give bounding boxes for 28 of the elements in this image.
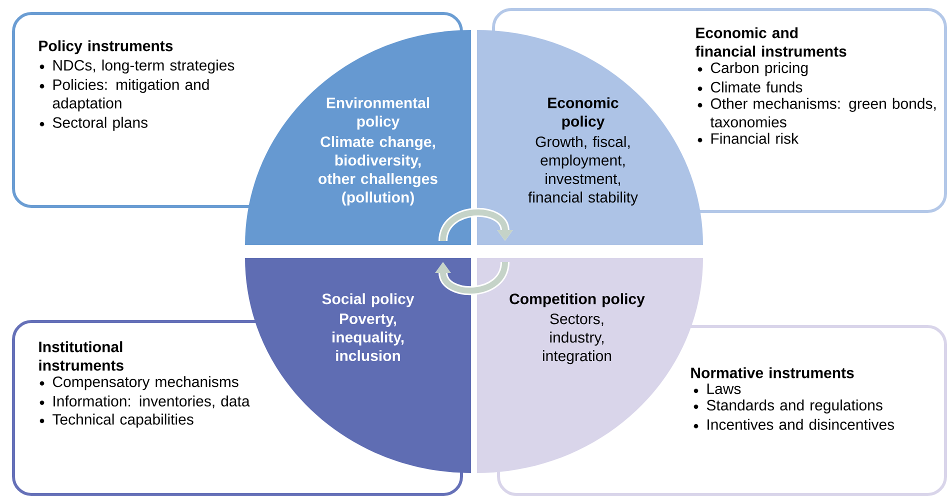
quadrant-heading: Economic policy bbox=[548, 97, 618, 130]
list-item: Compensatory mechanisms bbox=[52, 376, 238, 390]
list-item: Incentives and disincentives bbox=[708, 418, 894, 430]
list-item: Technical capabilities bbox=[52, 414, 194, 428]
quadrant-heading: Environmental policy bbox=[326, 97, 430, 130]
list-item: Sectoral plans bbox=[52, 116, 148, 131]
heading: Institutional instruments bbox=[39, 341, 124, 371]
list-item: Policies: mitigation and adaptation bbox=[52, 78, 209, 112]
policy-quadrant bbox=[245, 30, 471, 245]
list-item: Other mechanisms: green bonds, taxonomies bbox=[710, 98, 936, 128]
heading: Economic and financial instruments bbox=[695, 27, 846, 57]
list-item: NDCs, long-term strategies bbox=[53, 60, 234, 74]
list-item: Laws bbox=[707, 384, 741, 394]
quadrant-text: Poverty, inequality, inclusion bbox=[332, 314, 404, 362]
heading: Policy instruments bbox=[39, 40, 173, 54]
list-item: Climate funds bbox=[710, 82, 802, 92]
quadrant-text: Sectors, industry, integration bbox=[542, 314, 612, 364]
list-item: Standards and regulations bbox=[706, 399, 882, 414]
list-item: Information: inventories, data bbox=[54, 396, 250, 408]
heading: Normative instruments bbox=[691, 367, 854, 378]
list-item: Financial risk bbox=[711, 132, 799, 144]
cycle-arrow bbox=[435, 261, 510, 295]
quadrant-heading: Competition policy bbox=[510, 293, 645, 308]
cycle-arrow bbox=[438, 208, 513, 242]
quadrant-text: Growth, fiscal, employment, investment, financial stability bbox=[528, 136, 638, 206]
quadrant-heading: Social policy bbox=[322, 293, 414, 308]
quadrant-text: Climate change, biodiversity, other challenges (pollution) bbox=[318, 136, 438, 206]
list-item: Carbon pricing bbox=[710, 62, 808, 76]
